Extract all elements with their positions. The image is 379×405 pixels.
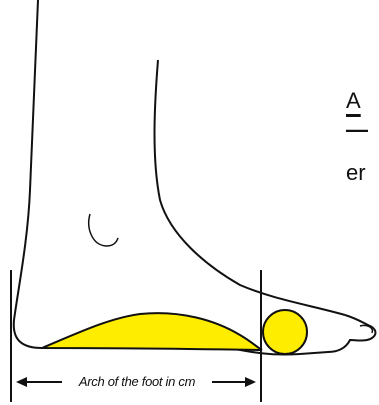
heel-outline (14, 0, 42, 348)
ball-of-foot-circle (263, 310, 307, 354)
arrow-right-head (245, 377, 256, 387)
side-text-dash: — (346, 119, 368, 141)
ankle-detail (89, 214, 118, 246)
toes-outline (300, 315, 375, 354)
instep-outline (155, 60, 346, 315)
arch-measurement-label: Arch of the foot in cm (62, 374, 212, 390)
side-text-bottom: er (346, 162, 366, 184)
toenail-detail (360, 325, 372, 333)
arch-insole (42, 313, 262, 350)
side-text-top: A (346, 90, 361, 112)
arrow-left-head (16, 377, 27, 387)
